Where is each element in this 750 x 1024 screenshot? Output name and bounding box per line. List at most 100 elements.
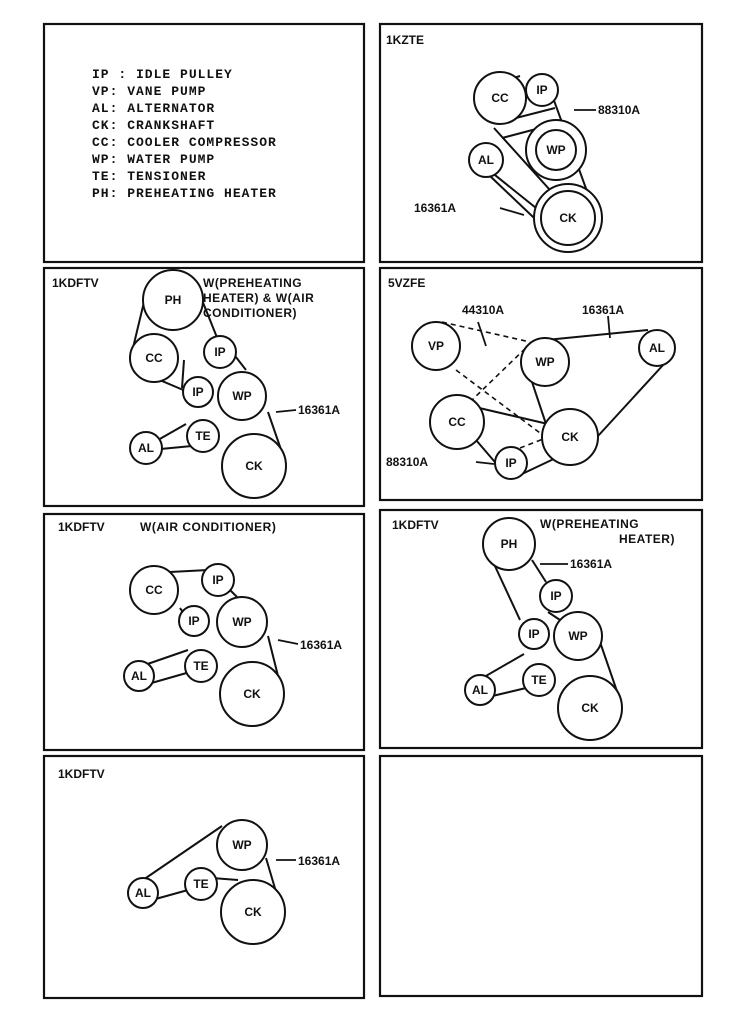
legend-line: CK: CRANKSHAFT: [92, 118, 215, 133]
panel-1kdftv-base: 1KDFTV WP AL TE CK 16361A: [42, 754, 366, 1000]
svg-text:CC: CC: [145, 583, 163, 597]
svg-text:AL: AL: [131, 669, 147, 683]
svg-text:WP: WP: [232, 389, 251, 403]
legend-line: IP : IDLE PULLEY: [92, 67, 233, 82]
part-number: 16361A: [300, 638, 342, 652]
pulley-vp: VP: [411, 321, 461, 371]
svg-text:IP: IP: [212, 573, 223, 587]
svg-text:CK: CK: [559, 211, 577, 225]
belt-44310a: [441, 321, 557, 449]
pulley-ip: IP: [525, 73, 559, 107]
svg-text:AL: AL: [138, 441, 154, 455]
variant-note: W(AIR CONDITIONER): [140, 520, 276, 534]
panel-1kdftv-aircon: 1KDFTV W(AIR CONDITIONER) CC IP IP WP AL…: [42, 512, 366, 752]
part-leader: [475, 315, 611, 465]
svg-text:IP: IP: [505, 456, 516, 470]
panel-empty: [378, 754, 704, 998]
part-leader: [499, 109, 596, 216]
svg-text:IP: IP: [192, 385, 203, 399]
pulley-wp: WP: [217, 371, 267, 421]
pulley-ip: IP: [182, 376, 214, 408]
pulley-al: AL: [468, 142, 504, 178]
pulley-te: TE: [184, 649, 218, 683]
svg-text:AL: AL: [649, 341, 665, 355]
pulley-ip: IP: [178, 605, 210, 637]
pulley-ph: PH: [482, 517, 536, 571]
variant-note: W(PREHEATING: [540, 517, 639, 531]
svg-text:IP: IP: [528, 627, 539, 641]
engine-label: 1KDFTV: [52, 276, 99, 290]
variant-note: HEATER) & W(AIR: [203, 291, 314, 305]
svg-text:IP: IP: [214, 345, 225, 359]
panel-1kdftv-preheating-aircon: 1KDFTV W(PREHEATING HEATER) & W(AIR COND…: [42, 266, 366, 508]
legend-line: CC: COOLER COMPRESSOR: [92, 135, 277, 150]
variant-note: CONDITIONER): [203, 306, 297, 320]
svg-text:TE: TE: [531, 673, 546, 687]
pulley-ck: CK: [541, 408, 599, 466]
svg-text:WP: WP: [535, 355, 554, 369]
variant-note: W(PREHEATING: [203, 276, 302, 290]
svg-text:PH: PH: [165, 293, 182, 307]
pulley-wp: WP: [216, 596, 268, 648]
belt-16361a: [471, 559, 621, 701]
pulley-al: AL: [129, 431, 163, 465]
pulley-te: TE: [522, 663, 556, 697]
part-number: 88310A: [386, 455, 428, 469]
panel-1kdftv-preheating: 1KDFTV W(PREHEATING HEATER) PH IP IP WP …: [378, 508, 704, 750]
legend-line: TE: TENSIONER: [92, 169, 206, 184]
svg-text:TE: TE: [193, 659, 208, 673]
pulley-al: AL: [123, 660, 155, 692]
engine-label: 1KDFTV: [58, 767, 105, 781]
engine-label: 1KDFTV: [392, 518, 439, 532]
pulley-ck: CK: [557, 675, 623, 741]
legend-line: PH: PREHEATING HEATER: [92, 186, 277, 201]
svg-text:CC: CC: [145, 351, 163, 365]
pulley-wp: WP: [216, 819, 268, 871]
svg-text:WP: WP: [546, 143, 565, 157]
part-number: 16361A: [570, 557, 612, 571]
pulley-wp: WP: [553, 611, 603, 661]
pulley-al: AL: [127, 877, 159, 909]
panel-1kzte: 1KZTE CC IP WP AL CK 88310A 16361A: [378, 22, 704, 264]
part-number: 16361A: [582, 303, 624, 317]
part-number: 88310A: [598, 103, 640, 117]
svg-text:WP: WP: [232, 838, 251, 852]
belt-16361a: [461, 329, 665, 475]
pulley-ck: CK: [221, 433, 287, 499]
engine-label: 1KDFTV: [58, 520, 105, 534]
svg-text:PH: PH: [501, 537, 518, 551]
pulley-ip: IP: [539, 579, 573, 613]
belt-16361a: [139, 825, 283, 913]
pulley-ip: IP: [203, 335, 237, 369]
legend-line: AL: ALTERNATOR: [92, 101, 215, 116]
legend-line: WP: WATER PUMP: [92, 152, 215, 167]
pulley-te: TE: [184, 867, 218, 901]
pulley-cc: CC: [473, 71, 527, 125]
svg-text:AL: AL: [472, 683, 488, 697]
legend-panel: IP : IDLE PULLEY VP: VANE PUMP AL: ALTER…: [42, 22, 366, 264]
pulley-ph: PH: [142, 269, 204, 331]
pulley-ck: CK: [219, 661, 285, 727]
part-leader: [277, 639, 299, 645]
svg-text:AL: AL: [478, 153, 494, 167]
svg-text:IP: IP: [550, 589, 561, 603]
pulley-ck: CK: [533, 183, 603, 253]
panel-5vzfe: 5VZFE VP WP AL CC CK IP 44310A: [378, 266, 704, 502]
svg-text:IP: IP: [188, 614, 199, 628]
part-leader: [275, 409, 297, 413]
svg-text:WP: WP: [232, 615, 251, 629]
pulley-cc: CC: [429, 394, 485, 450]
svg-text:WP: WP: [568, 629, 587, 643]
svg-text:VP: VP: [428, 339, 444, 353]
part-number: 16361A: [298, 854, 340, 868]
svg-text:CC: CC: [448, 415, 466, 429]
pulley-al: AL: [638, 329, 676, 367]
pulley-ip: IP: [494, 446, 528, 480]
svg-text:TE: TE: [195, 429, 210, 443]
svg-text:CK: CK: [243, 687, 261, 701]
engine-label: 5VZFE: [388, 276, 425, 290]
pulley-wp: WP: [525, 119, 587, 181]
svg-text:CK: CK: [245, 459, 263, 473]
engine-label: 1KZTE: [386, 33, 424, 47]
